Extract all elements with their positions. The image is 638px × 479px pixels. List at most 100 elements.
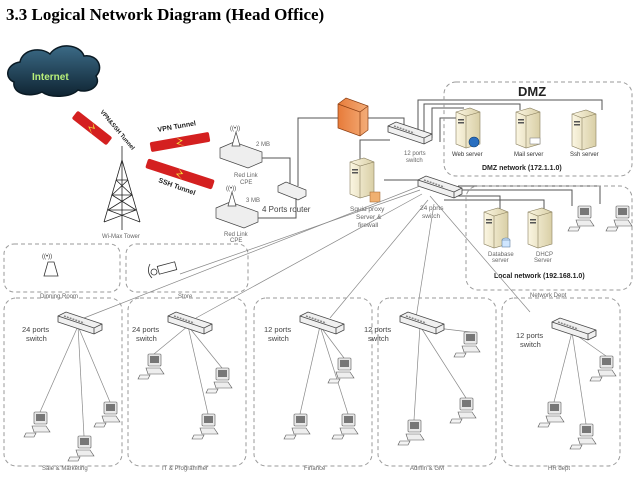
svg-text:Network Dept: Network Dept [530,293,567,299]
switch-label: 24 ports [132,325,159,334]
department-label: Finance [304,466,326,472]
svg-text:Web server: Web server [452,152,483,158]
switch-icon [551,317,597,341]
workstation-icon [93,401,121,428]
switch-label: switch [268,334,289,343]
cloud-icon [7,45,101,97]
wireless-access-point-icon: ((•)) [42,254,59,277]
svg-text:Dinning Room: Dinning Room [40,294,78,300]
svg-text:Mail server: Mail server [514,152,543,158]
switch-icon [167,311,213,335]
svg-text:VPN&SSH Tunnel: VPN&SSH Tunnel [98,109,135,151]
svg-text:Store: Store [178,294,193,300]
switch-label: switch [368,334,389,343]
core-switch: 24 ports switch [417,175,463,220]
svg-text:VPN Tunnel: VPN Tunnel [157,120,196,134]
room-dinning: ((•)) Dinning Room [3,243,121,300]
svg-text:Wi-Max Tower: Wi-Max Tower [102,234,140,240]
svg-text:DMZ network (172.1.1.0): DMZ network (172.1.1.0) [482,165,562,172]
workstation-icon [605,205,633,232]
cctv-camera-icon [148,261,178,279]
switch-label: switch [26,334,47,343]
core-links [83,185,531,319]
dmz-title: DMZ [518,84,546,99]
svg-text:24 ports: 24 ports [420,205,444,212]
department-label: IT & Programmer [162,466,208,472]
svg-text:Red Link: Red Link [224,232,249,238]
svg-text:12 ports: 12 ports [404,151,426,157]
dmz-server-mail: Mail server [514,107,543,158]
svg-text:((•)): ((•)) [42,254,52,260]
switch-label: switch [136,334,157,343]
wimax-tower: Wi-Max Tower [102,146,141,240]
switch-label: 24 ports [22,325,49,334]
svg-text:Ssh server: Ssh server [570,152,599,158]
router-icon [277,181,307,201]
workstation-icon [67,435,95,462]
svg-text:3 MB: 3 MB [246,198,260,204]
department-label: HR dept [548,466,570,472]
workstation-icon [331,413,359,440]
server-icon [571,109,597,151]
dmz-server-ssh: Ssh server [570,109,599,158]
dmz-switch: 12 ports switch [387,121,433,164]
svg-text:CPE: CPE [240,180,252,186]
room-store: Store [125,243,249,300]
router: 4 Ports router [262,181,311,214]
local-dhcp-server: DHCP Server [527,207,553,264]
svg-text:DHCP: DHCP [536,252,553,258]
internet-label: Internet [32,72,69,83]
workstation-icon [327,357,355,384]
switch-icon [399,311,445,335]
department-label: Sale & Marketing [42,466,88,472]
department-label: Admin & GM [410,466,444,472]
wireless-cpe-icon: ((•)) [215,186,259,229]
workstation-icon [191,413,219,440]
page-title: 3.3 Logical Network Diagram (Head Office… [6,5,325,24]
svg-text:firewall: firewall [358,222,379,229]
tunnel-vpn-ssh: VPN&SSH Tunnel [72,109,135,152]
radio-tower-icon [103,146,141,230]
svg-text:Server &: Server & [356,214,382,221]
proxy-server: Squid proxy Server & firewall [349,157,385,229]
tunnel-vpn: VPN Tunnel [149,120,211,152]
switch-label: 12 ports [516,331,543,340]
workstation-icon [205,367,233,394]
firewall [337,97,369,137]
workstation-icon [283,413,311,440]
svg-text:((•)): ((•)) [230,126,240,132]
workstation-icon [397,419,425,446]
svg-text:Red Link: Red Link [234,173,259,179]
svg-text:server: server [492,258,509,264]
workstation-icon [137,353,165,380]
switch-label: switch [520,340,541,349]
dmz-zone: DMZ Web server Mail server Ssh server DM… [443,81,633,177]
svg-text:Squid proxy: Squid proxy [350,206,385,213]
internet-cloud: Internet [7,45,101,97]
workstation-icon [23,411,51,438]
firewall-icon [337,97,369,137]
workstation-icon [453,331,481,358]
svg-text:2 MB: 2 MB [256,142,270,148]
cpe-3mb: ((•)) 3 MB Red Link CPE [215,186,260,244]
wan-wires [258,99,603,219]
local-database-server: Database server [483,207,514,264]
svg-text:Server: Server [534,258,552,264]
switch-label: 12 ports [264,325,291,334]
workstation-icon [537,401,565,428]
svg-text:((•)): ((•)) [226,186,236,192]
cpe-2mb: ((•)) 2 MB Red Link CPE [219,126,270,186]
svg-text:CPE: CPE [230,238,242,244]
switch-icon [299,311,345,335]
tunnel-ssh: SSH Tunnel [145,158,215,197]
svg-text:Database: Database [488,252,514,258]
svg-text:4 Ports router: 4 Ports router [262,205,311,214]
workstation-icon [449,397,477,424]
workstation-icon [569,423,597,450]
wireless-cpe-icon: ((•)) [219,126,263,169]
